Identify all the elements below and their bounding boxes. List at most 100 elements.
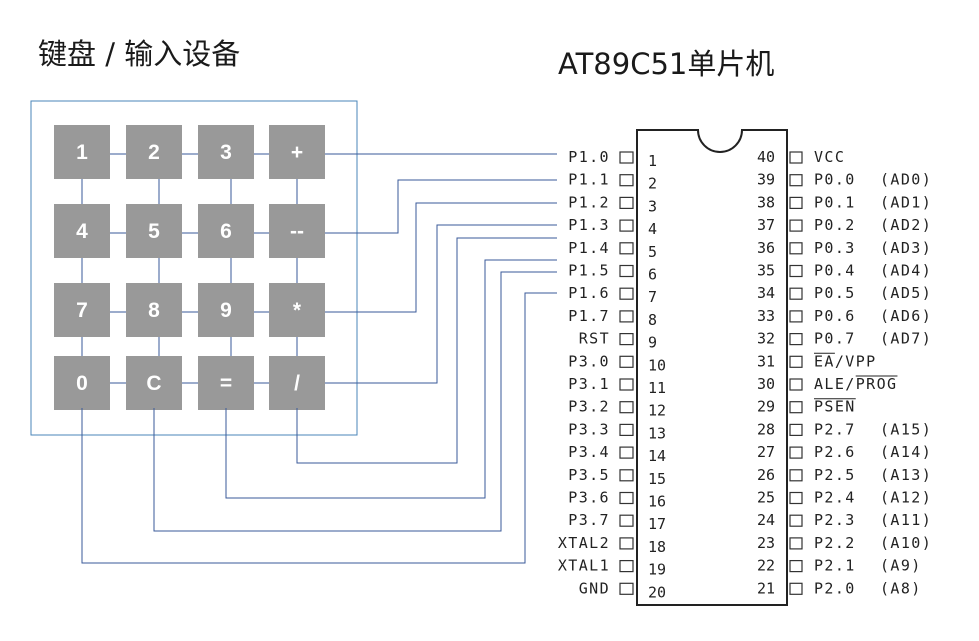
key-face[interactable]: [269, 125, 325, 179]
key-face[interactable]: [126, 204, 182, 258]
pin-name: P3.2: [568, 398, 610, 416]
pin-number: 25: [757, 489, 775, 507]
key-0-2[interactable]: 3: [198, 125, 254, 179]
pin-alt-function: (AD5): [880, 284, 932, 302]
pin-name: P3.1: [568, 375, 610, 393]
pin-alt-function: (A12): [880, 489, 932, 507]
pin-number: 16: [648, 493, 666, 511]
pin-number: 37: [757, 216, 775, 234]
key-2-2[interactable]: 9: [198, 283, 254, 337]
pin-name: P1.7: [568, 307, 610, 325]
key-face[interactable]: [198, 125, 254, 179]
pin-name: P2.4: [814, 489, 856, 507]
key-face[interactable]: [126, 356, 182, 410]
pin-terminal: [619, 174, 634, 187]
wire-row4-p13: [325, 224, 557, 384]
key-face[interactable]: [198, 356, 254, 410]
pin-name: P3.6: [568, 489, 610, 507]
key-face[interactable]: [54, 125, 110, 179]
key-1-0[interactable]: 4: [54, 204, 110, 258]
chip-body: [636, 129, 788, 606]
key-face[interactable]: [126, 283, 182, 337]
pin-terminal: [619, 196, 634, 209]
pin-name: P2.7: [814, 420, 856, 438]
key-2-3[interactable]: *: [269, 283, 325, 337]
pin-number: 4: [648, 220, 657, 238]
pin-terminal: [789, 287, 803, 300]
pin-alt-function: (A8): [880, 579, 922, 597]
key-face[interactable]: [269, 283, 325, 337]
key-face[interactable]: [198, 283, 254, 337]
key-face[interactable]: [54, 356, 110, 410]
pin-number: 1: [648, 152, 657, 170]
pin-terminal: [619, 242, 634, 255]
key-face[interactable]: [126, 125, 182, 179]
pin-alt-function: (A14): [880, 443, 932, 461]
pin-name: EA/VPP: [814, 352, 877, 370]
key-face[interactable]: [54, 204, 110, 258]
pin-name: P3.0: [568, 352, 610, 370]
pin-name: P3.7: [568, 511, 610, 529]
key-0-3[interactable]: +: [269, 125, 325, 179]
key-1-3[interactable]: --: [269, 204, 325, 258]
connection-wires: [81, 153, 557, 564]
pin-number: 22: [757, 557, 775, 575]
key-1-1[interactable]: 5: [126, 204, 182, 258]
pin-number: 17: [648, 515, 666, 533]
keypad-frame: [30, 100, 358, 436]
key-3-3[interactable]: /: [269, 356, 325, 410]
key-face[interactable]: [269, 204, 325, 258]
pin-terminal: [789, 401, 803, 414]
pin-number: 38: [757, 193, 775, 211]
key-0-0[interactable]: 1: [54, 125, 110, 179]
key-3-0[interactable]: 0: [54, 356, 110, 410]
key-1-2[interactable]: 6: [198, 204, 254, 258]
key-3-1[interactable]: C: [126, 356, 182, 410]
pin-number: 11: [648, 379, 666, 397]
pin-name: RST: [579, 330, 610, 348]
pin-alt-function: (A13): [880, 466, 932, 484]
key-face[interactable]: [54, 283, 110, 337]
key-3-2[interactable]: =: [198, 356, 254, 410]
pin-alt-function: (A10): [880, 534, 932, 552]
keypad-grid-wires: [81, 153, 298, 384]
pin-number: 9: [648, 334, 657, 352]
key-2-0[interactable]: 7: [54, 283, 110, 337]
pin-terminal: [789, 310, 803, 323]
left-pin-9: RST 9: [579, 330, 657, 352]
pin-name: P2.5: [814, 466, 856, 484]
pin-terminal: [619, 310, 634, 323]
pin-alt-function: (AD2): [880, 216, 932, 234]
pin-alt-function: (AD4): [880, 262, 932, 280]
key-face[interactable]: [269, 356, 325, 410]
pin-name: XTAL2: [558, 534, 610, 552]
wire-col2-p16: [153, 271, 557, 532]
pin-number: 32: [757, 330, 775, 348]
pin-name: P1.4: [568, 239, 610, 257]
pin-name: VCC: [814, 148, 845, 166]
pin-terminal: [619, 287, 634, 300]
pin-alt-function: (A9): [880, 557, 922, 575]
key-0-1[interactable]: 2: [126, 125, 182, 179]
pin-terminal: [789, 219, 803, 232]
key-2-1[interactable]: 8: [126, 283, 182, 337]
pin-number: 35: [757, 262, 775, 280]
pin-number: 20: [648, 583, 666, 601]
pin-terminal: [789, 582, 803, 595]
pin-number: 23: [757, 534, 775, 552]
pin-name: P0.1: [814, 193, 856, 211]
pin-terminal: [619, 446, 634, 459]
pin-number: 40: [757, 148, 775, 166]
key-face[interactable]: [198, 204, 254, 258]
